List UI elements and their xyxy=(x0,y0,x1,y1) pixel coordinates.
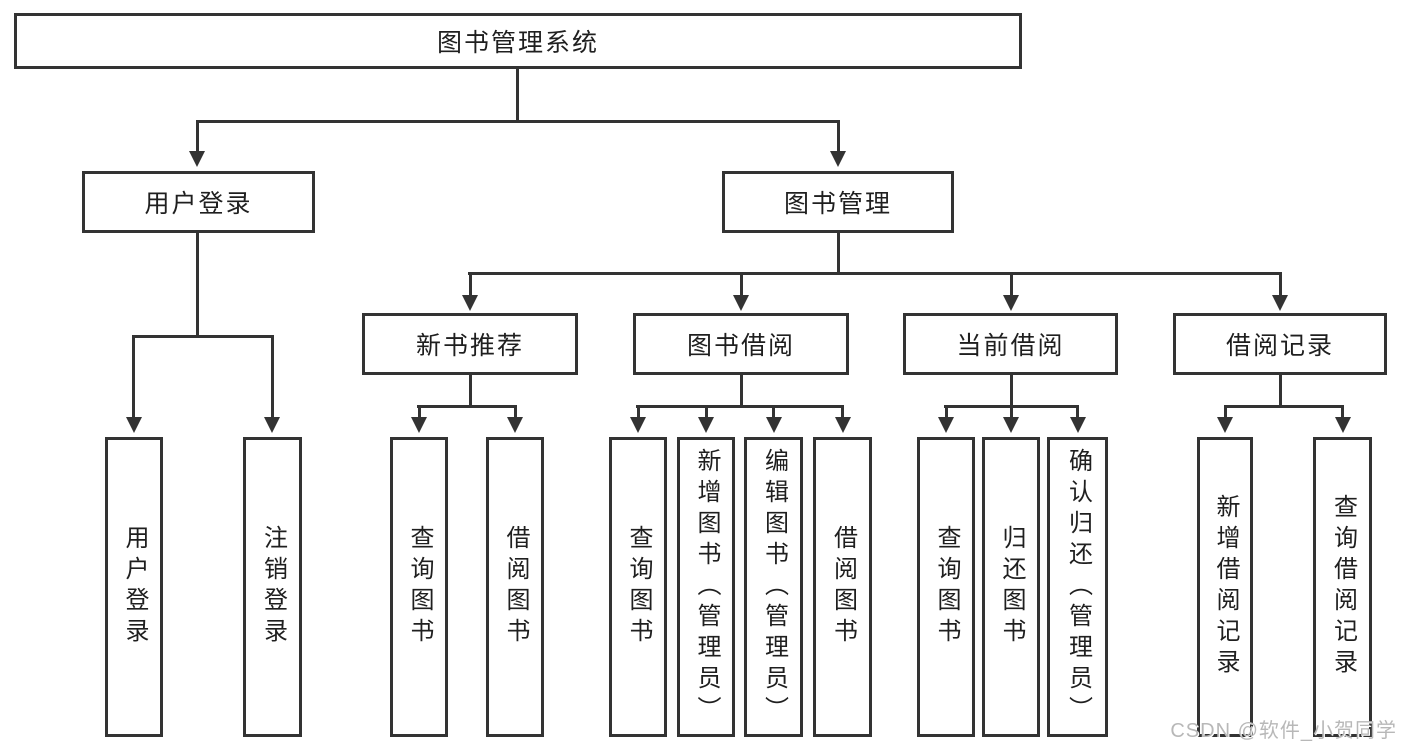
node-user-login: 用户登录 xyxy=(82,171,315,233)
leaf-add-borrow-record: 新增借阅记录 xyxy=(1197,437,1253,737)
arrow-down-icon xyxy=(698,417,714,433)
connector-stub xyxy=(418,405,421,419)
leaf-add-books-admin: 新增图书（管理员） xyxy=(677,437,735,737)
arrow-down-icon xyxy=(630,417,646,433)
connector-user-login-hline xyxy=(132,335,274,338)
connector-borrowing-records-hline xyxy=(1224,405,1344,408)
connector-stub xyxy=(1224,405,1227,419)
leaf-user-login: 用户登录 xyxy=(105,437,163,737)
node-new-book-recommend-label: 新书推荐 xyxy=(415,332,524,360)
connector-stub-borrowing-records xyxy=(1279,272,1282,297)
connector-new-book-recommend-hline xyxy=(417,405,517,408)
leaf-edit-books-admin: 编辑图书（管理员） xyxy=(744,437,803,737)
leaf-borrow-books-borrowing: 借阅图书 xyxy=(813,437,872,737)
leaf-query-books-borrowing-label: 查询图书 xyxy=(625,525,652,649)
connector-stub-leaf-logout xyxy=(271,335,274,419)
leaf-query-books-current: 查询图书 xyxy=(917,437,975,737)
leaf-logout: 注销登录 xyxy=(243,437,302,737)
leaf-query-books-recommend-label: 查询图书 xyxy=(406,525,433,649)
connector-book-management-hline xyxy=(468,272,1282,275)
node-root-label: 图书管理系统 xyxy=(436,29,599,57)
leaf-confirm-return-admin: 确认归还（管理员） xyxy=(1047,437,1108,737)
connector-stub xyxy=(772,405,775,419)
connector-root-hline xyxy=(196,120,840,123)
leaf-borrow-books-borrowing-label: 借阅图书 xyxy=(829,525,857,649)
node-book-management-label: 图书管理 xyxy=(783,190,892,218)
leaf-query-borrow-record: 查询借阅记录 xyxy=(1313,437,1372,737)
connector-stub-book-borrowing xyxy=(740,272,743,297)
node-current-borrowing: 当前借阅 xyxy=(903,313,1118,375)
node-current-borrowing-label: 当前借阅 xyxy=(956,332,1065,360)
connector-book-borrowing-vline xyxy=(740,375,743,405)
connector-stub-user-login xyxy=(196,120,199,153)
node-root: 图书管理系统 xyxy=(14,13,1022,69)
connector-new-book-recommend-vline xyxy=(469,375,472,405)
leaf-borrow-books-recommend-label: 借阅图书 xyxy=(502,525,529,649)
node-book-management: 图书管理 xyxy=(722,171,954,233)
connector-current-borrowing-vline xyxy=(1010,375,1013,405)
arrow-down-icon xyxy=(1335,417,1351,433)
leaf-return-books: 归还图书 xyxy=(982,437,1040,737)
arrow-down-icon xyxy=(1217,417,1233,433)
connector-book-management-vline xyxy=(837,233,840,272)
connector-stub xyxy=(514,405,517,419)
connector-stub-book-management xyxy=(837,120,840,153)
leaf-user-login-label: 用户登录 xyxy=(121,525,148,649)
leaf-borrow-books-recommend: 借阅图书 xyxy=(486,437,544,737)
arrow-down-icon xyxy=(835,417,851,433)
connector-stub xyxy=(1341,405,1344,419)
connector-stub xyxy=(1010,405,1013,419)
arrow-down-icon xyxy=(830,151,846,167)
leaf-confirm-return-admin-label: 确认归还（管理员） xyxy=(1064,447,1092,727)
leaf-query-books-borrowing: 查询图书 xyxy=(609,437,667,737)
leaf-add-books-admin-label: 新增图书（管理员） xyxy=(693,447,720,727)
arrow-down-icon xyxy=(507,417,523,433)
arrow-down-icon xyxy=(766,417,782,433)
connector-book-borrowing-hline xyxy=(636,405,844,408)
connector-stub-new-book-recommend xyxy=(469,272,472,297)
leaf-return-books-label: 归还图书 xyxy=(998,525,1025,649)
connector-stub xyxy=(945,405,948,419)
arrow-down-icon xyxy=(462,295,478,311)
leaf-edit-books-admin-label: 编辑图书（管理员） xyxy=(760,447,788,727)
connector-borrowing-records-vline xyxy=(1279,375,1282,405)
connector-stub xyxy=(841,405,844,419)
leaf-query-books-current-label: 查询图书 xyxy=(933,525,960,649)
arrow-down-icon xyxy=(264,417,280,433)
arrow-down-icon xyxy=(411,417,427,433)
arrow-down-icon xyxy=(126,417,142,433)
arrow-down-icon xyxy=(938,417,954,433)
connector-stub-leaf-user-login xyxy=(132,335,135,419)
arrow-down-icon xyxy=(1272,295,1288,311)
arrow-down-icon xyxy=(189,151,205,167)
arrow-down-icon xyxy=(1070,417,1086,433)
connector-stub-current-borrowing xyxy=(1010,272,1013,297)
leaf-logout-label: 注销登录 xyxy=(259,525,287,649)
connector-stub xyxy=(1076,405,1079,419)
arrow-down-icon xyxy=(733,295,749,311)
node-borrowing-records-label: 借阅记录 xyxy=(1225,332,1334,360)
node-book-borrowing: 图书借阅 xyxy=(633,313,849,375)
connector-stub xyxy=(705,405,708,419)
node-new-book-recommend: 新书推荐 xyxy=(362,313,578,375)
node-user-login-label: 用户登录 xyxy=(144,190,253,218)
node-borrowing-records: 借阅记录 xyxy=(1173,313,1387,375)
arrow-down-icon xyxy=(1003,417,1019,433)
node-book-borrowing-label: 图书借阅 xyxy=(686,332,795,360)
connector-user-login-vline xyxy=(196,233,199,335)
leaf-add-borrow-record-label: 新增借阅记录 xyxy=(1212,494,1239,680)
watermark-text: CSDN @软件_小贺同学 xyxy=(1170,720,1397,742)
connector-root-vline xyxy=(516,69,519,120)
connector-stub xyxy=(637,405,640,419)
arrow-down-icon xyxy=(1003,295,1019,311)
leaf-query-books-recommend: 查询图书 xyxy=(390,437,448,737)
leaf-query-borrow-record-label: 查询借阅记录 xyxy=(1329,494,1357,680)
